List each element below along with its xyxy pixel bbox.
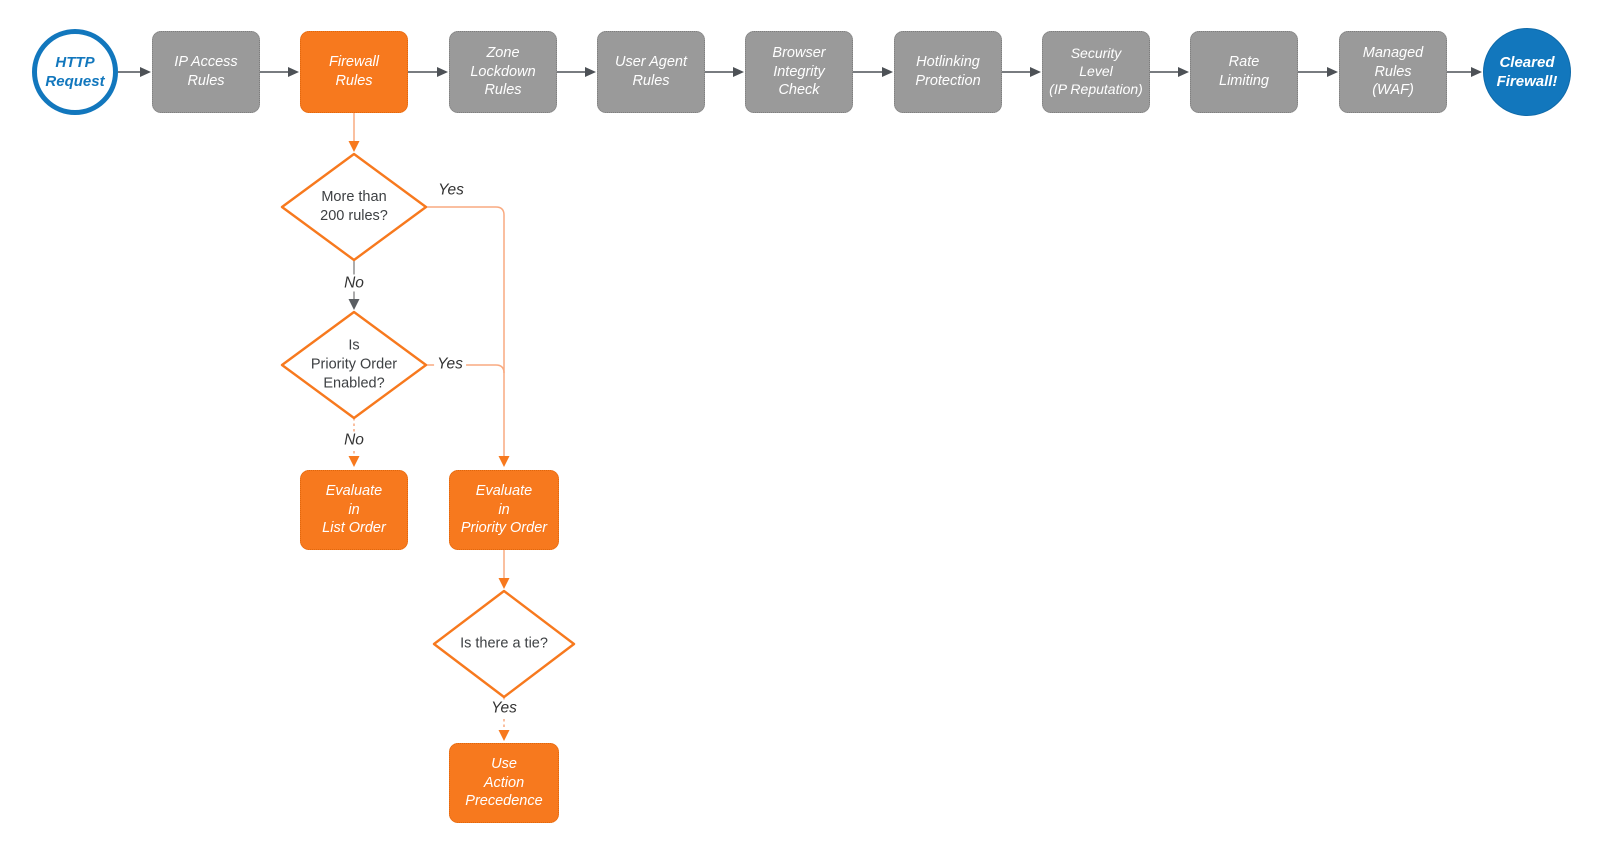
decision-is-there-a-tie <box>432 589 576 699</box>
node-ip-access-rules: IP Access Rules <box>152 31 260 113</box>
node-user-agent-rules: User Agent Rules <box>597 31 705 113</box>
node-evaluate-in-priority-order: Evaluate in Priority Order <box>449 470 559 550</box>
node-use-action-precedence: Use Action Precedence <box>449 743 559 823</box>
node-cleared-firewall: Cleared Firewall! <box>1483 28 1571 116</box>
node-security-level: Security Level (IP Reputation) <box>1042 31 1150 113</box>
edge-label-yes3: Yes <box>488 699 520 717</box>
node-browser-integrity-check: Browser Integrity Check <box>745 31 853 113</box>
edge-label-no1: No <box>341 274 367 292</box>
node-rate-limiting: Rate Limiting <box>1190 31 1298 113</box>
decision1-text: More than 200 rules? <box>320 188 388 224</box>
decision-more-than-200-rules <box>280 152 428 262</box>
edge-label-yes1: Yes <box>438 181 464 199</box>
edge-label-yes2: Yes <box>434 355 466 373</box>
node-zone-lockdown-rules: Zone Lockdown Rules <box>449 31 557 113</box>
decision-priority-order-enabled <box>280 310 428 420</box>
branch-arrowheads <box>348 141 510 741</box>
node-http-request: HTTP Request <box>32 29 118 115</box>
node-firewall-rules: Firewall Rules <box>300 31 408 113</box>
gray-arrowhead <box>348 299 360 310</box>
pipeline-arrowheads <box>140 67 1482 77</box>
node-evaluate-in-list-order: Evaluate in List Order <box>300 470 408 550</box>
decision2-text: Is Priority Order Enabled? <box>310 337 398 392</box>
decision3-text: Is there a tie? <box>460 635 548 652</box>
edge-decision2-yes <box>426 364 505 374</box>
edge-decision1-yes <box>426 206 505 457</box>
node-hotlinking-protection: Hotlinking Protection <box>894 31 1002 113</box>
node-managed-rules-waf: Managed Rules (WAF) <box>1339 31 1447 113</box>
edge-label-no2: No <box>341 431 367 449</box>
